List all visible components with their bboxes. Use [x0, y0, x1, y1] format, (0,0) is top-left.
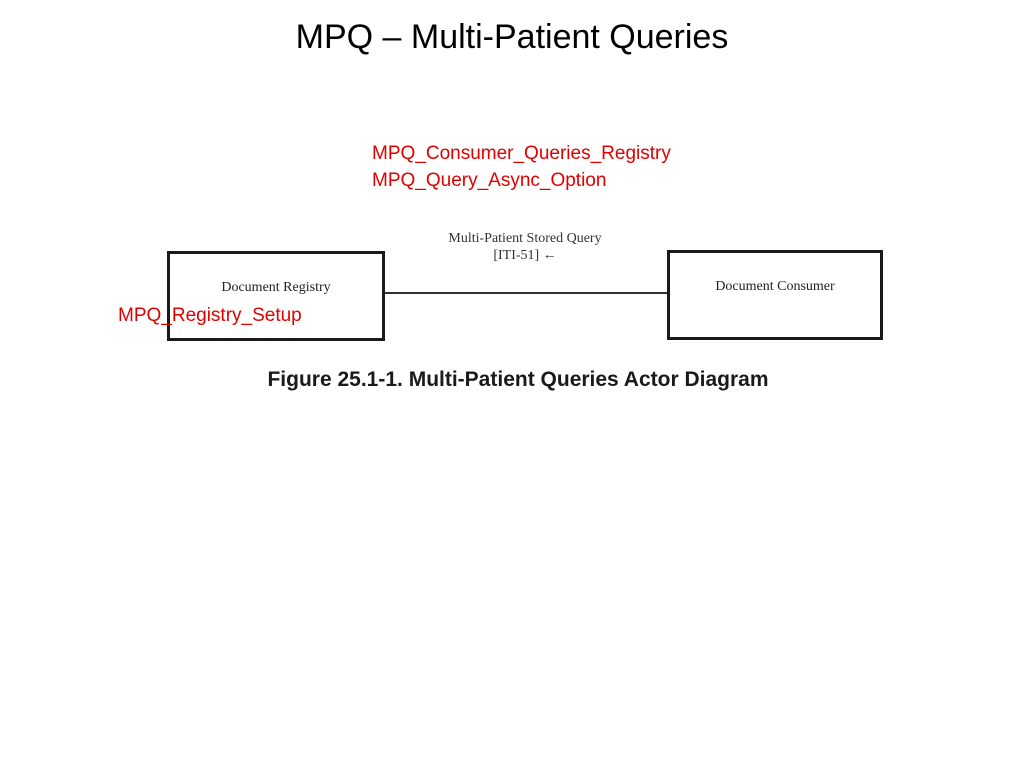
document-registry-label: Document Registry — [221, 280, 331, 295]
document-registry-box: Document Registry — [167, 251, 385, 341]
figure-caption: Figure 25.1-1. Multi-Patient Queries Act… — [267, 368, 769, 391]
transaction-id: [ITI-51] ← — [493, 248, 557, 263]
slide-title: MPQ – Multi-Patient Queries — [295, 18, 729, 56]
document-consumer-box: Document Consumer — [667, 250, 883, 340]
transaction-name: Multi-Patient Stored Query — [448, 231, 602, 246]
transaction-connector-line — [384, 292, 669, 294]
transaction-label: Multi-Patient Stored Query [ITI-51] ← — [420, 230, 630, 264]
document-consumer-label: Document Consumer — [715, 279, 835, 294]
annotation-query-async-option: MPQ_Query_Async_Option — [372, 170, 607, 191]
annotation-consumer-queries-registry: MPQ_Consumer_Queries_Registry — [372, 143, 671, 164]
annotation-registry-setup: MPQ_Registry_Setup — [118, 305, 302, 326]
